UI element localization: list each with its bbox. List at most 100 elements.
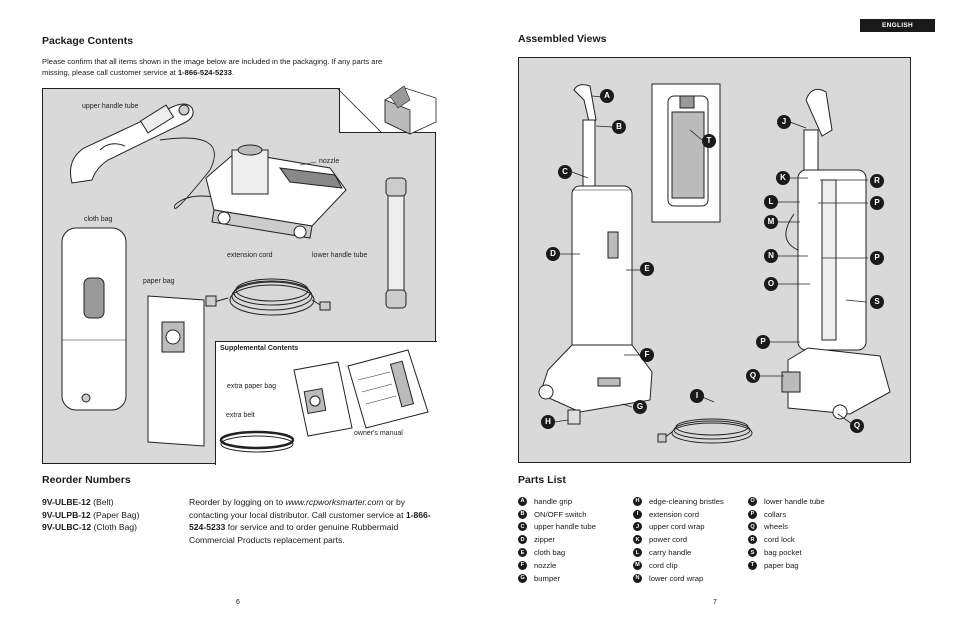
callout-k: K: [776, 171, 790, 185]
part-letter-icon: J: [633, 522, 642, 532]
reorder-instructions: Reorder by logging on to www.rcpworksmar…: [189, 496, 439, 546]
callout-l: L: [764, 195, 778, 209]
callout-e: E: [640, 262, 654, 276]
callout-i: I: [690, 389, 704, 403]
part-name: extension cord: [649, 509, 699, 519]
intro-line-2: missing, please call customer service at: [42, 68, 178, 77]
part-letter-icon: A: [518, 496, 527, 506]
label-extra-paper-bag: extra paper bag: [227, 383, 277, 390]
intro-line-1: Please confirm that all items shown in t…: [42, 57, 383, 66]
part-name: carry handle: [649, 548, 692, 558]
part-letter-icon: E: [518, 548, 527, 558]
nozzle-drawing: [205, 144, 347, 239]
part-name: collars: [764, 509, 787, 519]
callout-n: N: [764, 249, 778, 263]
part-name: bag pocket: [764, 548, 802, 558]
part-name: cord lock: [764, 535, 795, 545]
label-owners-manual: owner's manual: [354, 430, 403, 437]
part-letter-icon: S: [748, 548, 757, 558]
part-name: cord clip: [649, 560, 678, 570]
extra-paper-bag-drawing: [293, 361, 353, 437]
part-name: nozzle: [534, 560, 557, 570]
part-letter-icon: N: [633, 573, 642, 583]
reorder-item: 9V-ULBC-12 (Cloth Bag): [42, 521, 139, 534]
part-name: lower handle tube: [764, 496, 825, 506]
part-name: upper handle tube: [534, 522, 596, 532]
callout-d: D: [546, 247, 560, 261]
reorder-numbers-title: Reorder Numbers: [42, 474, 131, 486]
callout-r: R: [870, 174, 884, 188]
part-name: lower cord wrap: [649, 573, 704, 583]
part-letter-icon: D: [518, 535, 527, 545]
cloth-bag-drawing: [61, 227, 127, 411]
parts-list-item: B ON/OFF switch: [518, 508, 596, 521]
callout-p-upper: P: [870, 196, 884, 210]
part-name: ON/OFF switch: [534, 509, 587, 519]
part-name: cloth bag: [534, 548, 566, 558]
part-name: wheels: [764, 522, 788, 532]
part-name: zipper: [534, 535, 555, 545]
reorder-code: 9V-ULBE-12: [42, 497, 91, 507]
owners-manual-drawing: [347, 349, 429, 429]
page-number-right: 7: [713, 599, 717, 606]
reorder-desc: (Paper Bag): [90, 509, 140, 520]
callout-b: B: [612, 120, 626, 134]
label-nozzle: nozzle: [319, 158, 340, 165]
part-letter-icon: M: [633, 560, 642, 570]
reorder-desc: (Cloth Bag): [91, 522, 138, 532]
reorder-text-2: or by contacting your local distributor.…: [189, 497, 406, 520]
notch-line: [336, 87, 383, 134]
part-letter-icon: R: [748, 535, 757, 545]
reorder-list: 9V-ULBE-12 (Belt) 9V-ULPB-12 (Paper Bag)…: [42, 496, 139, 534]
callout-j: J: [777, 115, 791, 129]
callout-h: H: [541, 415, 555, 429]
reorder-item: 9V-ULBE-12 (Belt): [42, 496, 139, 509]
part-letter-icon: G: [518, 573, 527, 583]
callout-s: S: [870, 295, 884, 309]
callout-q-right: Q: [850, 419, 864, 433]
vacuum-front-drawing: [538, 84, 653, 425]
reorder-text-3: for service and to order genuine Rubberm…: [189, 522, 399, 545]
reorder-phone: 1-866-524-5233: [189, 509, 431, 533]
callout-t: T: [702, 134, 716, 148]
part-name: bumper: [534, 573, 561, 583]
upper-handle-tube-drawing: [70, 103, 231, 209]
part-letter-icon: O: [748, 496, 757, 506]
part-letter-icon: I: [633, 509, 642, 519]
part-name: power cord: [649, 535, 688, 545]
label-extension-cord: extension cord: [227, 252, 273, 259]
paper-bag-inset: [651, 83, 721, 223]
reorder-item: 9V-ULPB-12 (Paper Bag): [42, 509, 139, 522]
package-contents-title: Package Contents: [42, 35, 134, 47]
callout-o: O: [764, 277, 778, 291]
callout-g: G: [633, 400, 647, 414]
reorder-code: 9V-ULBC-12: [42, 522, 92, 532]
callout-p-middle: P: [870, 251, 884, 265]
part-letter-icon: Q: [748, 522, 757, 532]
reorder-url-link[interactable]: www.rcpworksmarter.com: [285, 497, 384, 507]
callout-m: M: [764, 215, 778, 229]
callout-p-lower: P: [756, 335, 770, 349]
intro-phone: 1-866-524-5233: [177, 68, 232, 77]
part-letter-icon: B: [518, 509, 527, 519]
package-intro: Please confirm that all items shown in t…: [42, 56, 422, 78]
label-paper-bag: paper bag: [143, 278, 175, 285]
part-name: paper bag: [764, 560, 799, 570]
reorder-text-1: Reorder by logging on to: [189, 497, 286, 507]
